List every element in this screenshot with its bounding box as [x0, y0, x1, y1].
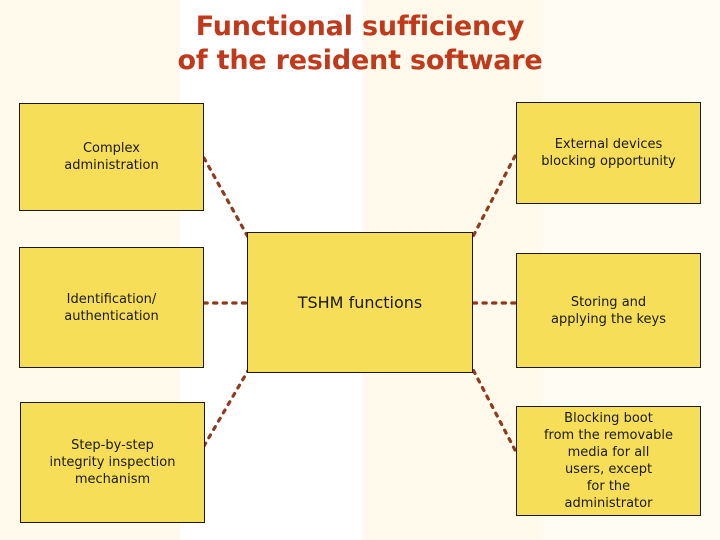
slide-title-line-1: Functional sufficiency: [195, 11, 525, 42]
node-complex-administration[interactable]: Complex administration: [19, 103, 204, 211]
node-external-devices[interactable]: External devices blocking opportunity: [516, 102, 701, 204]
node-identification-label: Identification/ authentication: [64, 291, 159, 324]
node-blocking-boot[interactable]: Blocking boot from the removable media f…: [516, 406, 701, 516]
node-storing-keys[interactable]: Storing and applying the keys: [516, 253, 701, 368]
connector-blocking-boot: [466, 358, 517, 452]
node-step-by-step[interactable]: Step-by-step integrity inspection mechan…: [20, 402, 205, 523]
node-step-by-step-label: Step-by-step integrity inspection mechan…: [49, 438, 176, 487]
slide-title: Functional sufficiency of the resident s…: [60, 10, 660, 78]
slide-title-line-2: of the resident software: [177, 45, 543, 76]
node-blocking-boot-label: Blocking boot from the removable media f…: [543, 411, 674, 511]
node-external-devices-label: External devices blocking opportunity: [541, 137, 676, 169]
node-tshm-functions[interactable]: TSHM functions: [247, 232, 473, 373]
node-storing-keys-label: Storing and applying the keys: [550, 294, 666, 327]
connector-external-devices: [466, 154, 517, 248]
connector-step-by-step: [202, 360, 255, 448]
node-complex-administration-label: Complex administration: [64, 141, 159, 173]
connector-complex-administration: [202, 156, 255, 248]
node-tshm-functions-label: TSHM functions: [297, 292, 423, 312]
node-identification[interactable]: Identification/ authentication: [19, 247, 204, 368]
